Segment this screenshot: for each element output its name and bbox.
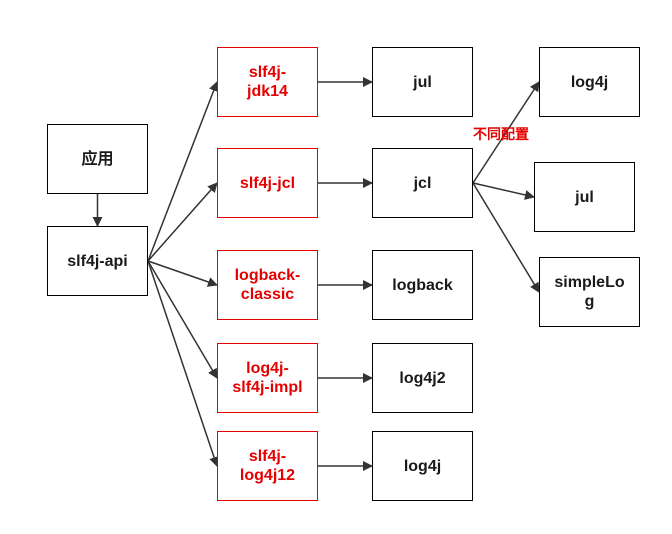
node-slf4j-api-label: slf4j-api xyxy=(67,252,128,270)
node-slf4j-api: slf4j-api xyxy=(47,226,148,296)
node-log4j-label: log4j xyxy=(403,457,442,475)
node-slf4j-jcl: slf4j-jcl xyxy=(217,148,318,218)
edge-slf4j_api-to-slf4j_jcl xyxy=(147,182,218,262)
node-log4j2: log4j2 xyxy=(372,343,473,413)
node-slf4j-jdk14: slf4j- jdk14 xyxy=(217,47,318,117)
edge-jcl-to-simple_log xyxy=(472,182,540,293)
node-log4j-slf4j-impl-label: log4j- slf4j-impl xyxy=(232,360,303,396)
node-logback-classic: logback- classic xyxy=(217,250,318,320)
node-slf4j-jcl-label: slf4j-jcl xyxy=(239,174,296,192)
node-logback-label: logback xyxy=(392,276,453,294)
node-log4j-slf4j-impl: log4j- slf4j-impl xyxy=(217,343,318,413)
edge-slf4j_api-to-logback_classic xyxy=(147,260,218,287)
node-jul: jul xyxy=(372,47,473,117)
node-log4j2-label: log4j2 xyxy=(399,369,446,387)
node-logback-classic-label: logback- classic xyxy=(234,267,301,303)
node-jcl-label: jcl xyxy=(413,174,432,192)
edge-slf4j_api-to-slf4j_log4j12 xyxy=(147,260,219,467)
node-jcl-log4j-label: log4j xyxy=(570,73,609,91)
node-app-label: 应用 xyxy=(81,150,114,168)
node-log4j: log4j xyxy=(372,431,473,501)
node-jcl: jcl xyxy=(372,148,473,218)
node-simple-log-label: simpleLo g xyxy=(554,274,625,310)
node-jcl-jul: jul xyxy=(534,162,635,232)
edge-slf4j_api-to-slf4j_jdk14 xyxy=(147,81,219,262)
edge-jcl-to-jcl_log4j xyxy=(472,81,540,184)
jcl-config-annotation: 不同配置 xyxy=(473,127,529,143)
node-slf4j-jdk14-label: slf4j- jdk14 xyxy=(247,64,288,100)
node-slf4j-log4j12-label: slf4j- log4j12 xyxy=(239,448,296,484)
node-slf4j-log4j12: slf4j- log4j12 xyxy=(217,431,318,501)
node-logback: logback xyxy=(372,250,473,320)
node-jcl-log4j: log4j xyxy=(539,47,640,117)
node-jcl-jul-label: jul xyxy=(575,188,594,206)
edge-jcl-to-jcl_jul xyxy=(472,182,535,200)
edge-slf4j_api-to-log4j_slf4j_impl xyxy=(147,260,218,379)
node-jul-label: jul xyxy=(413,73,432,91)
node-simple-log: simpleLo g xyxy=(539,257,640,327)
node-app: 应用 xyxy=(47,124,148,194)
